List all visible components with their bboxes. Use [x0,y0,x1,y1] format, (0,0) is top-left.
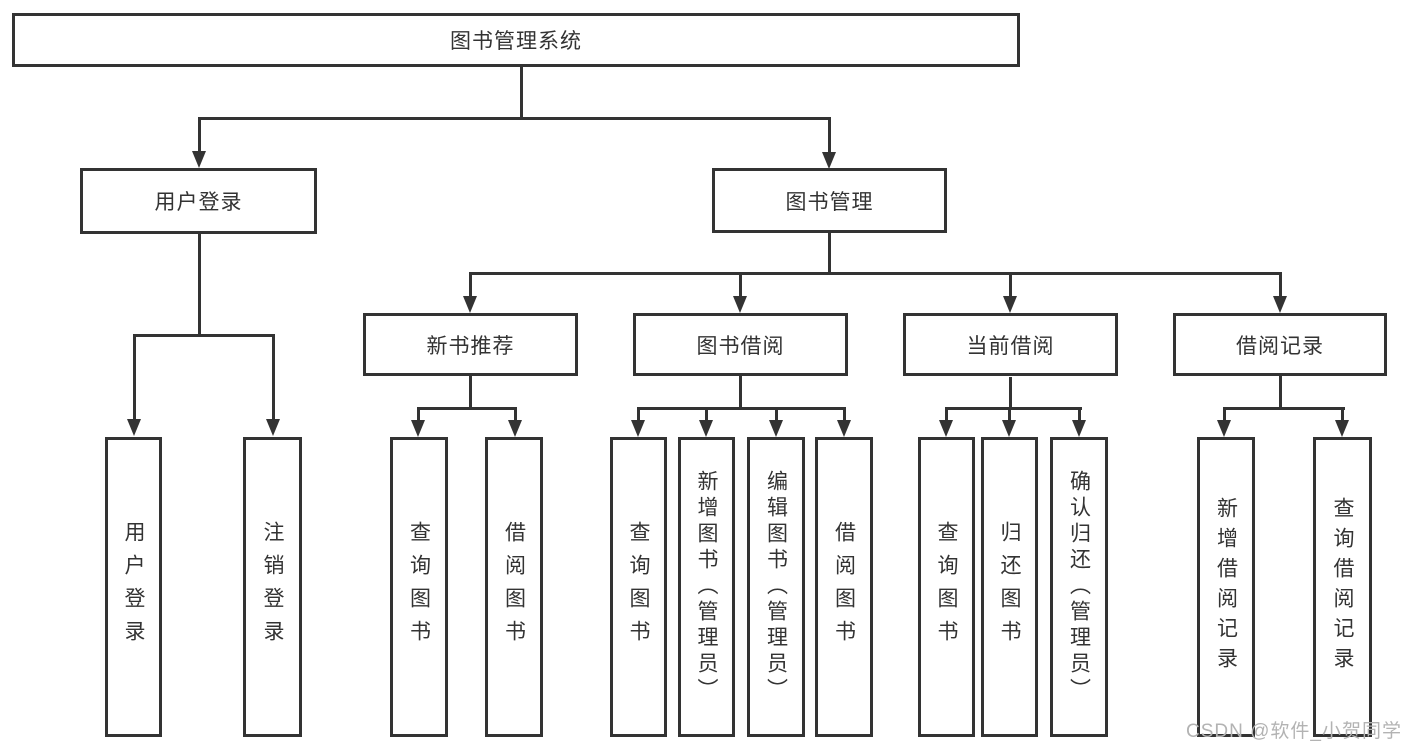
arrow-down-icon [631,420,645,437]
connector-drop [1009,272,1012,297]
node-system-root: 图书管理系统 [12,13,1020,67]
connector-drop [514,407,517,421]
node-borrow-records: 借阅记录 [1173,313,1387,376]
node-query-borrow-record: 查询借阅记录 [1313,437,1372,737]
arrow-down-icon [1335,420,1349,437]
connector-stem [469,376,472,409]
node-query-books-current: 查询图书 [918,437,975,737]
arrow-down-icon [1002,420,1016,437]
node-label: 确认归还（管理员） [1067,470,1091,704]
connector-drop [272,334,275,420]
connector-drop [1223,407,1226,421]
connector-stem [739,376,742,409]
arrow-down-icon [1072,420,1086,437]
arrow-down-icon [939,420,953,437]
node-new-book-recommend: 新书推荐 [363,313,578,376]
node-query-books-borrow: 查询图书 [610,437,667,737]
arrow-down-icon [192,151,206,168]
arrow-down-icon [463,296,477,313]
node-edit-books-admin: 编辑图书（管理员） [747,437,805,737]
node-label: 查询借阅记录 [1331,497,1354,677]
connector-drop [828,117,831,154]
arrow-down-icon [1217,420,1231,437]
arrow-down-icon [699,420,713,437]
node-confirm-return-admin: 确认归还（管理员） [1050,437,1108,737]
arrow-down-icon [822,152,836,169]
connector-drop [843,407,846,421]
connector-level3-branch [469,272,1282,275]
node-borrow-books-recommend: 借阅图书 [485,437,543,737]
connector-drop [1078,407,1081,421]
connector-stem [1009,377,1012,409]
connector-drop [945,407,948,421]
connector-drop [1341,407,1344,421]
node-label: 编辑图书（管理员） [764,470,788,704]
node-add-books-admin: 新增图书（管理员） [678,437,735,737]
connector-user-login-stem [198,233,201,335]
connector-drop [739,272,742,297]
connector-branch [637,407,846,410]
node-label: 新增借阅记录 [1214,497,1238,677]
node-label: 用户登录 [122,521,145,653]
connector-level2-branch [198,117,831,120]
node-current-borrowing: 当前借阅 [903,313,1118,376]
arrow-down-icon [1273,296,1287,313]
node-book-borrowing: 图书借阅 [633,313,848,376]
node-label: 查询图书 [935,521,958,653]
node-return-books: 归还图书 [981,437,1038,737]
connector-drop [705,407,708,421]
node-book-management: 图书管理 [712,168,947,233]
connector-drop [1008,407,1011,421]
node-label: 查询图书 [407,521,431,653]
node-label: 借阅图书 [502,521,526,653]
node-label: 借阅图书 [832,521,856,653]
node-label: 归还图书 [998,521,1021,653]
arrow-down-icon [266,419,280,436]
connector-root-stem [520,67,523,118]
node-label: 新增图书（管理员） [695,470,718,704]
node-label: 注销登录 [261,521,284,653]
arrow-down-icon [769,420,783,437]
node-user-login-group: 用户登录 [80,168,317,234]
arrow-down-icon [733,296,747,313]
connector-branch [1223,407,1345,410]
connector-book-mgmt-stem [828,232,831,274]
connector-drop [637,407,640,421]
arrow-down-icon [127,419,141,436]
connector-drop [417,407,420,421]
arrow-down-icon [1003,296,1017,313]
arrow-down-icon [837,420,851,437]
connector-drop [469,272,472,297]
node-logout: 注销登录 [243,437,302,737]
arrow-down-icon [411,420,425,437]
connector-user-login-branch [133,334,275,337]
connector-drop [1279,272,1282,297]
node-user-login: 用户登录 [105,437,162,737]
connector-drop [775,407,778,421]
node-label: 查询图书 [627,521,650,653]
connector-stem [1279,376,1282,409]
node-add-borrow-record: 新增借阅记录 [1197,437,1255,737]
connector-branch [945,407,1082,410]
csdn-watermark: CSDN @软件_小贺同学 [1186,721,1402,742]
connector-drop [133,334,136,420]
connector-drop [198,117,201,153]
connector-branch [417,407,517,410]
node-query-books-recommend: 查询图书 [390,437,448,737]
node-borrow-books: 借阅图书 [815,437,873,737]
arrow-down-icon [508,420,522,437]
